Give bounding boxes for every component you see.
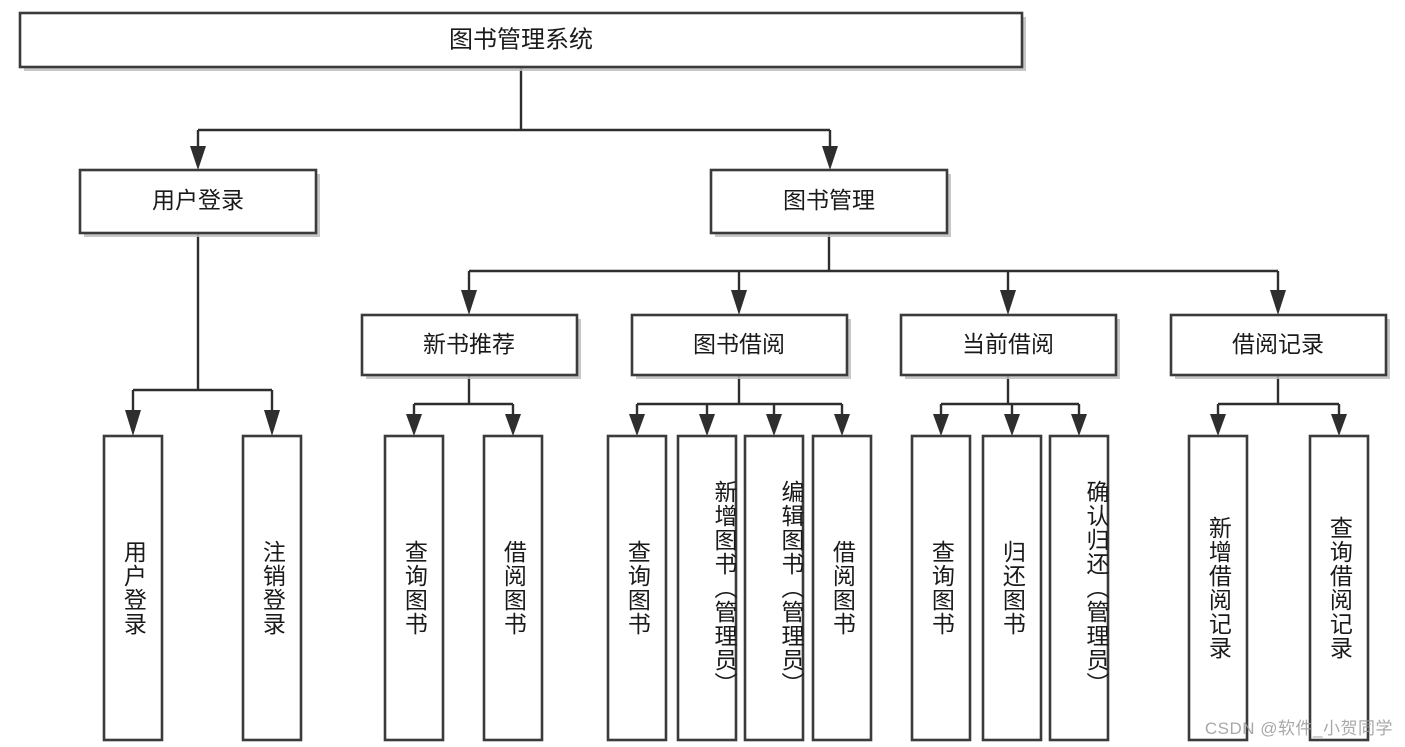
node-book-borrow[interactable]: 图书借阅 [630, 313, 851, 379]
connector-newbook-to-leaves [406, 375, 521, 436]
leaf-box-query-record[interactable] [1308, 434, 1370, 742]
connector-borrow-to-leaves [629, 375, 850, 436]
connector-current-to-leaves [933, 375, 1087, 436]
leaf-box-borrow-book-1[interactable] [482, 434, 544, 742]
leaf-box-return-book[interactable] [981, 434, 1043, 742]
leaf-node-boxes [102, 434, 1370, 742]
leaf-box-logout[interactable] [241, 434, 303, 742]
connector-bookmgmt-to-level3 [461, 233, 1286, 315]
node-root-label: 图书管理系统 [449, 26, 593, 53]
leaf-box-edit-book[interactable] [743, 434, 805, 742]
csdn-watermark: CSDN @软件_小贺同学 [1204, 719, 1393, 738]
node-current-borrow[interactable]: 当前借阅 [899, 313, 1120, 379]
leaf-box-query-book-2[interactable] [606, 434, 668, 742]
node-book-management[interactable]: 图书管理 [709, 168, 951, 237]
node-borrow-record[interactable]: 借阅记录 [1169, 313, 1390, 379]
node-new-book-recommend-label: 新书推荐 [423, 331, 515, 357]
node-root[interactable]: 图书管理系统 [18, 11, 1026, 71]
node-new-book-recommend[interactable]: 新书推荐 [360, 313, 581, 379]
leaf-box-borrow-book-2[interactable] [811, 434, 873, 742]
node-current-borrow-label: 当前借阅 [962, 331, 1054, 357]
node-user-login-label: 用户登录 [152, 187, 244, 213]
connector-root-to-level2 [190, 67, 838, 170]
node-borrow-record-label: 借阅记录 [1232, 331, 1324, 357]
leaf-box-query-book-1[interactable] [383, 434, 445, 742]
leaf-box-confirm-return[interactable] [1048, 434, 1110, 742]
leaf-box-add-record[interactable] [1187, 434, 1249, 742]
leaf-box-user-login[interactable] [102, 434, 164, 742]
node-book-management-label: 图书管理 [783, 187, 875, 213]
node-book-borrow-label: 图书借阅 [693, 331, 785, 357]
node-user-login[interactable]: 用户登录 [78, 168, 320, 237]
leaf-box-query-book-3[interactable] [910, 434, 972, 742]
connector-userlogin-to-leaves [125, 233, 280, 436]
connector-record-to-leaves [1210, 375, 1347, 436]
leaf-box-add-book[interactable] [676, 434, 738, 742]
